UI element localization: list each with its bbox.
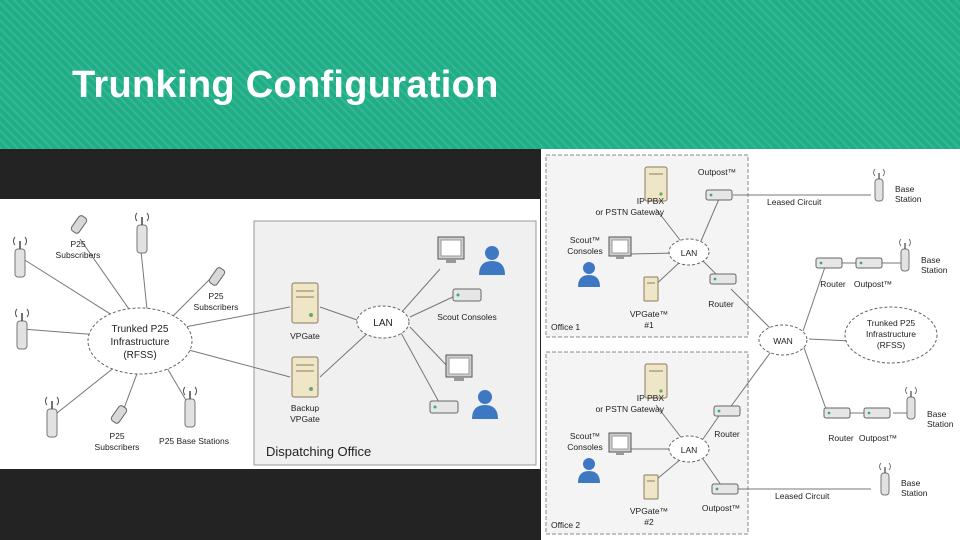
svg-text:#2: #2	[644, 517, 654, 527]
monitor-icon	[445, 354, 473, 382]
svg-text:LAN: LAN	[681, 248, 698, 258]
svg-text:or PSTN Gateway: or PSTN Gateway	[596, 404, 665, 414]
svg-text:Leased Circuit: Leased Circuit	[775, 491, 830, 501]
svg-text:VPGate: VPGate	[290, 331, 320, 341]
svg-text:Base: Base	[901, 478, 921, 488]
svg-text:Base: Base	[895, 184, 915, 194]
outpost-device-icon	[711, 483, 739, 495]
vpgate-server-icon	[643, 276, 659, 302]
monitor-icon	[437, 236, 465, 264]
slide-title: Trunking Configuration	[72, 64, 499, 106]
svg-text:(RFSS): (RFSS)	[123, 350, 156, 361]
svg-text:Scout™: Scout™	[570, 235, 600, 245]
svg-text:Outpost™: Outpost™	[698, 167, 736, 177]
svg-text:Router: Router	[820, 279, 846, 289]
svg-text:WAN: WAN	[773, 336, 793, 346]
router-icon	[713, 405, 741, 417]
svg-text:LAN: LAN	[681, 445, 698, 455]
svg-text:Outpost™: Outpost™	[702, 503, 740, 513]
console-device-icon	[429, 400, 459, 414]
wan-cloud: WAN	[758, 324, 808, 356]
svg-text:Consoles: Consoles	[567, 246, 602, 256]
svg-text:Trunked P25: Trunked P25	[867, 318, 916, 328]
vpgate-server-icon	[291, 282, 319, 324]
svg-text:P25: P25	[109, 431, 124, 441]
svg-text:Router: Router	[714, 429, 740, 439]
svg-text:Station: Station	[927, 419, 954, 429]
monitor-icon	[608, 236, 632, 260]
svg-text:(RFSS): (RFSS)	[877, 340, 906, 350]
svg-text:LAN: LAN	[373, 318, 392, 329]
svg-text:Station: Station	[921, 265, 948, 275]
outpost-device-icon	[855, 257, 883, 269]
svg-text:Station: Station	[895, 194, 922, 204]
svg-text:Subscribers: Subscribers	[194, 302, 239, 312]
router-icon	[815, 257, 843, 269]
svg-text:Infrastructure: Infrastructure	[866, 329, 916, 339]
svg-text:P25: P25	[70, 239, 85, 249]
svg-text:P25: P25	[208, 291, 223, 301]
svg-text:Outpost™: Outpost™	[859, 433, 897, 443]
svg-text:Dispatching Office: Dispatching Office	[266, 444, 371, 459]
right-network-diagram: IP PBX or PSTN Gateway Outpost™ Leased C…	[541, 149, 960, 540]
svg-text:Router: Router	[828, 433, 854, 443]
left-network-diagram: Trunked P25 Infrastructure (RFSS) P25 Su…	[0, 199, 540, 469]
svg-text:Subscribers: Subscribers	[95, 442, 140, 452]
svg-text:Office 1: Office 1	[551, 322, 580, 332]
outpost-device-icon	[705, 189, 733, 201]
svg-text:VPGate™: VPGate™	[630, 506, 668, 516]
svg-text:Leased Circuit: Leased Circuit	[767, 197, 822, 207]
svg-text:VPGate™: VPGate™	[630, 309, 668, 319]
svg-text:IP PBX: IP PBX	[637, 393, 665, 403]
svg-text:Router: Router	[708, 299, 734, 309]
office1-lan-cloud: LAN	[668, 238, 710, 266]
svg-text:Base: Base	[921, 255, 941, 265]
svg-text:#1: #1	[644, 320, 654, 330]
svg-text:Base: Base	[927, 409, 947, 419]
svg-text:Subscribers: Subscribers	[56, 250, 101, 260]
svg-text:Trunked P25: Trunked P25	[112, 324, 169, 335]
backup-vpgate-server-icon	[291, 356, 319, 398]
router-icon	[709, 273, 737, 285]
console-device-icon	[452, 288, 482, 302]
svg-text:Infrastructure: Infrastructure	[111, 337, 170, 348]
svg-text:Station: Station	[901, 488, 928, 498]
rfss-cloud-right: Trunked P25 Infrastructure (RFSS)	[844, 306, 938, 364]
svg-text:P25 Base Stations: P25 Base Stations	[159, 436, 229, 446]
outpost-device-icon	[863, 407, 891, 419]
svg-text:Backup: Backup	[291, 403, 320, 413]
svg-text:Scout Consoles: Scout Consoles	[437, 312, 497, 322]
svg-text:Outpost™: Outpost™	[854, 279, 892, 289]
svg-text:IP PBX: IP PBX	[637, 196, 665, 206]
svg-text:VPGate: VPGate	[290, 414, 320, 424]
svg-text:Scout™: Scout™	[570, 431, 600, 441]
lan-cloud: LAN	[356, 305, 410, 339]
monitor-icon	[608, 432, 632, 456]
rfss-cloud: Trunked P25 Infrastructure (RFSS)	[87, 307, 193, 375]
title-banner	[0, 0, 960, 149]
office2-lan-cloud: LAN	[668, 435, 710, 463]
vpgate-server-icon	[643, 474, 659, 500]
router-icon	[823, 407, 851, 419]
svg-text:Consoles: Consoles	[567, 442, 602, 452]
svg-text:or PSTN Gateway: or PSTN Gateway	[596, 207, 665, 217]
svg-text:Office 2: Office 2	[551, 520, 580, 530]
